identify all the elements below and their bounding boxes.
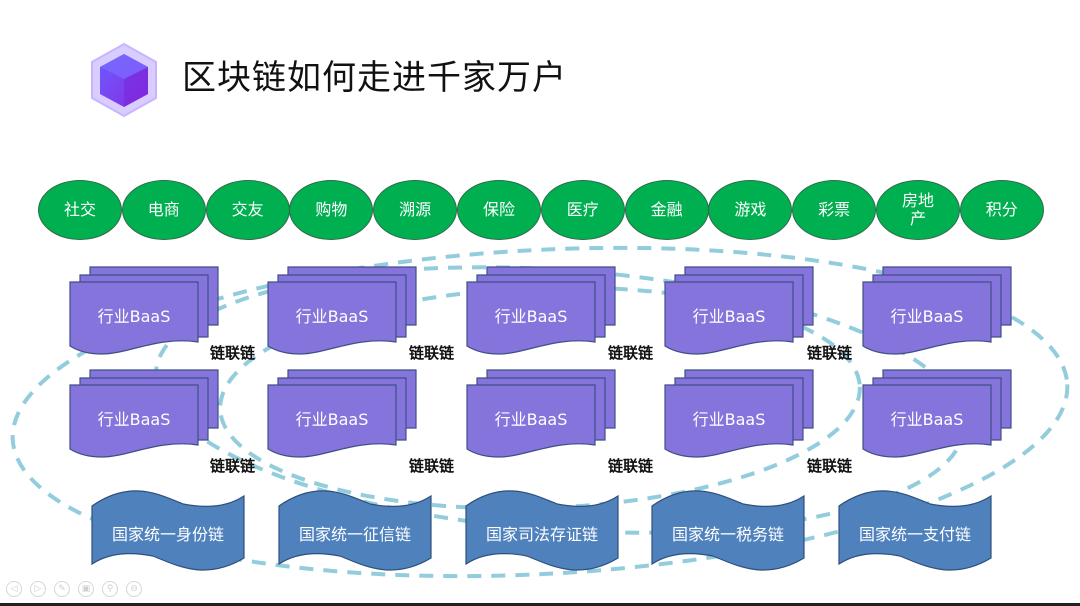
national-chain-banner[interactable] (465, 490, 619, 571)
scenario-pill[interactable]: 房地产 (876, 180, 960, 240)
presentation-controls: ◁ ▷ ✎ ▣ ⚲ ⊖ (6, 581, 142, 597)
prev-slide-icon[interactable]: ◁ (6, 581, 22, 597)
national-chain-banner[interactable] (278, 490, 432, 571)
scenario-pill[interactable]: 电商 (121, 180, 206, 240)
baas-stack[interactable] (267, 369, 417, 458)
national-chain-label: 国家统一身份链 (111, 525, 224, 544)
chain-link-label: 链联链 (807, 344, 853, 362)
outer-dashed-ellipse (10, 245, 1070, 579)
scenario-pill-row: 社交 电商 交友 购物 溯源 保险 医疗 金融 游戏 彩票 房地产 积分 (38, 180, 1044, 240)
chain-link-label: 链联链 (608, 457, 654, 475)
baas-page-front (69, 384, 199, 458)
chain-link-label: 链联链 (608, 344, 654, 362)
baas-label: 行业BaaS (295, 307, 369, 326)
pen-icon[interactable]: ✎ (54, 581, 70, 597)
scenario-pill-label: 医疗 (566, 200, 599, 219)
scenario-pill-label: 积分 (985, 200, 1018, 219)
scenario-pill[interactable]: 购物 (289, 180, 374, 240)
baas-label: 行业BaaS (692, 307, 766, 326)
scenario-pill[interactable]: 彩票 (792, 180, 877, 240)
national-chain-banner[interactable] (91, 490, 245, 571)
scenario-pill[interactable]: 保险 (457, 180, 541, 240)
baas-page-front (466, 281, 596, 355)
chain-link-label: 链联链 (409, 344, 455, 362)
baas-page-front (664, 281, 794, 355)
bottom-bar (0, 603, 1080, 606)
baas-label: 行业BaaS (692, 410, 766, 429)
national-chain-banner[interactable] (838, 490, 992, 571)
scenario-pill-label: 彩票 (818, 200, 851, 219)
chain-link-label: 链联链 (807, 457, 853, 475)
baas-label: 行业BaaS (890, 410, 964, 429)
baas-page-front (664, 384, 794, 458)
scenario-pill-label: 游戏 (734, 200, 767, 219)
hexagon-cube-icon (91, 42, 157, 118)
baas-label: 行业BaaS (494, 410, 568, 429)
scenario-pill-label: 保险 (482, 200, 515, 219)
baas-page-front (267, 281, 397, 355)
national-chain-label: 国家统一税务链 (671, 525, 784, 544)
scenario-pill-label: 交友 (231, 200, 264, 219)
baas-stack[interactable] (69, 266, 219, 355)
scenario-pill-label: 房地产 (901, 191, 934, 228)
scenario-pill[interactable]: 积分 (959, 180, 1044, 240)
scenario-pill-label: 金融 (650, 200, 683, 219)
scenario-pill[interactable]: 交友 (205, 180, 290, 240)
slides-overview-icon[interactable]: ▣ (78, 581, 94, 597)
inner-dashed-ellipse (218, 285, 862, 511)
chain-link-label: 链联链 (409, 457, 455, 475)
baas-label: 行业BaaS (295, 410, 369, 429)
zoom-icon[interactable]: ⚲ (102, 581, 118, 597)
scenario-pill-label: 溯源 (399, 200, 432, 219)
scenario-pill[interactable]: 溯源 (373, 180, 458, 240)
baas-label: 行业BaaS (97, 307, 171, 326)
scenario-pill[interactable]: 游戏 (708, 180, 793, 240)
next-slide-icon[interactable]: ▷ (30, 581, 46, 597)
scenario-pill[interactable]: 社交 (38, 180, 122, 240)
baas-page-front (267, 384, 397, 458)
national-chain-label: 国家司法存证链 (485, 525, 598, 544)
baas-page-front (69, 281, 199, 355)
baas-page-front (466, 384, 596, 458)
baas-stack[interactable] (664, 266, 814, 355)
baas-stack[interactable] (862, 266, 1012, 355)
scenario-pill-label: 电商 (147, 200, 180, 219)
page-title: 区块链如何走进千家万户 (182, 58, 567, 98)
baas-stack[interactable] (466, 369, 616, 458)
scenario-pill-label: 社交 (63, 200, 96, 219)
baas-label: 行业BaaS (97, 410, 171, 429)
baas-stack[interactable] (862, 369, 1012, 458)
scenario-pill[interactable]: 医疗 (540, 180, 625, 240)
baas-stack[interactable] (267, 266, 417, 355)
baas-label: 行业BaaS (890, 307, 964, 326)
national-chain-label: 国家统一支付链 (858, 525, 971, 544)
baas-label: 行业BaaS (494, 307, 568, 326)
chain-link-label: 链联链 (210, 344, 256, 362)
baas-stack[interactable] (664, 369, 814, 458)
national-chain-label: 国家统一征信链 (298, 525, 411, 544)
more-icon[interactable]: ⊖ (126, 581, 142, 597)
chain-link-label: 链联链 (210, 457, 256, 475)
baas-page-front (862, 281, 992, 355)
baas-stack[interactable] (466, 266, 616, 355)
baas-page-front (862, 384, 992, 458)
scenario-pill-label: 购物 (315, 200, 348, 219)
national-chain-banner[interactable] (651, 490, 805, 571)
scenario-pill[interactable]: 金融 (624, 180, 709, 240)
baas-stack[interactable] (69, 369, 219, 458)
